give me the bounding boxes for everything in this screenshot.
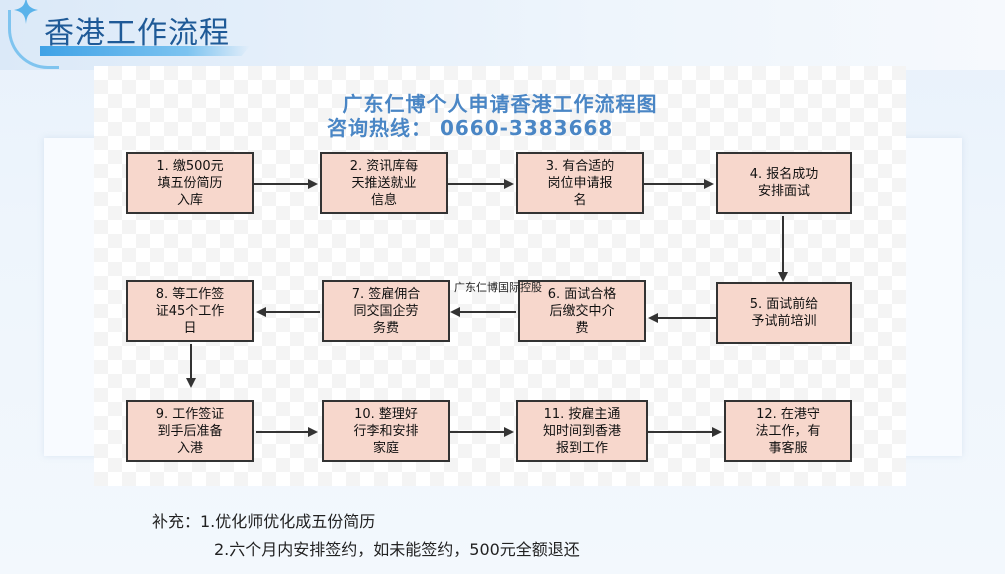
title-underline — [40, 46, 250, 56]
step-7-box: 7. 签雇佣合 同交国企劳 务费 — [322, 280, 450, 342]
right-side-panel — [896, 138, 962, 456]
step-5-box: 5. 面试前给 予试前培训 — [716, 282, 852, 344]
note-line-1: 补充：1.优化师优化成五份简历 — [152, 512, 376, 531]
step-9-box: 9. 工作签证 到手后准备 入港 — [126, 400, 254, 462]
step-10-box: 10. 整理好 行李和安排 家庭 — [322, 400, 450, 462]
step-12-box: 12. 在港守 法工作，有 事客服 — [724, 400, 852, 462]
header-band — [0, 0, 1005, 70]
flowchart-image: 广东仁博个人申请香港工作流程图 咨询热线： 0660-3383668 1. 缴5… — [94, 66, 906, 486]
step-8-box: 8. 等工作签 证45个工作 日 — [126, 280, 254, 342]
watermark-text: 广东仁博国际控股 — [454, 281, 542, 294]
supplement-notes: 补充：1.优化师优化成五份简历 2.六个月内安排签约，如未能签约，500元全额退… — [152, 508, 580, 564]
note-line-2: 2.六个月内安排签约，如未能签约，500元全额退还 — [214, 540, 580, 559]
flowchart-arrows — [186, 179, 788, 437]
step-4-box: 4. 报名成功 安排面试 — [716, 152, 852, 214]
step-6-box: 6. 面试合格 后缴交中介 费 — [518, 280, 646, 342]
flowchart-hotline: 咨询热线： 0660-3383668 — [327, 116, 614, 140]
step-2-box: 2. 资讯库每 天推送就业 信息 — [320, 152, 448, 214]
flowchart-title: 广东仁博个人申请香港工作流程图 — [342, 92, 658, 116]
sparkle-star-icon — [14, 0, 38, 24]
page-title: 香港工作流程 — [44, 16, 230, 51]
step-11-box: 11. 按雇主通 知时间到香港 报到工作 — [516, 400, 648, 462]
step-1-box: 1. 缴500元 填五份简历 入库 — [126, 152, 254, 214]
step-3-box: 3. 有合适的 岗位申请报 名 — [516, 152, 644, 214]
